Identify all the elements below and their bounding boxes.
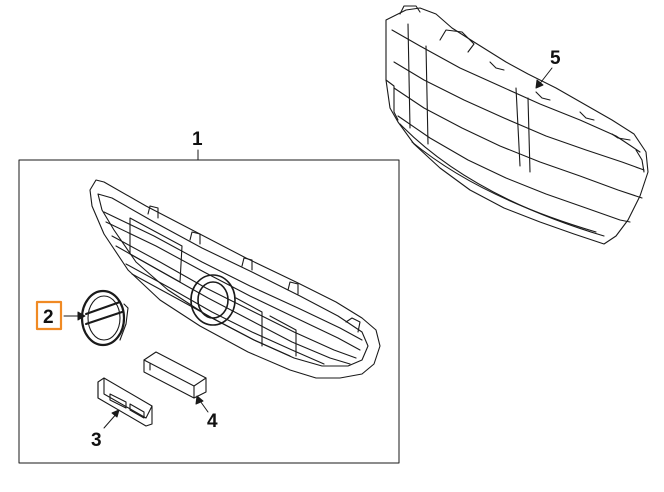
callout-5: 5 (550, 48, 561, 69)
arrowhead-3 (111, 409, 120, 418)
callout-3: 3 (91, 430, 102, 451)
arrowhead-5 (535, 79, 544, 89)
callout-2: 2 (43, 307, 54, 328)
retainer-clip-part (143, 351, 207, 399)
callout-2-highlight-box (35, 300, 63, 331)
callout-4: 4 (207, 411, 218, 432)
leader-lines (63, 67, 553, 429)
arrowhead-4 (195, 395, 204, 405)
emblem-part (80, 289, 129, 347)
assembly-frame (18, 159, 400, 464)
bracket-part (97, 377, 153, 427)
arrowhead-2 (77, 311, 86, 321)
grille-reinforcement-part (385, 5, 649, 245)
grille-body-part (89, 179, 381, 379)
callout-1: 1 (192, 129, 203, 150)
